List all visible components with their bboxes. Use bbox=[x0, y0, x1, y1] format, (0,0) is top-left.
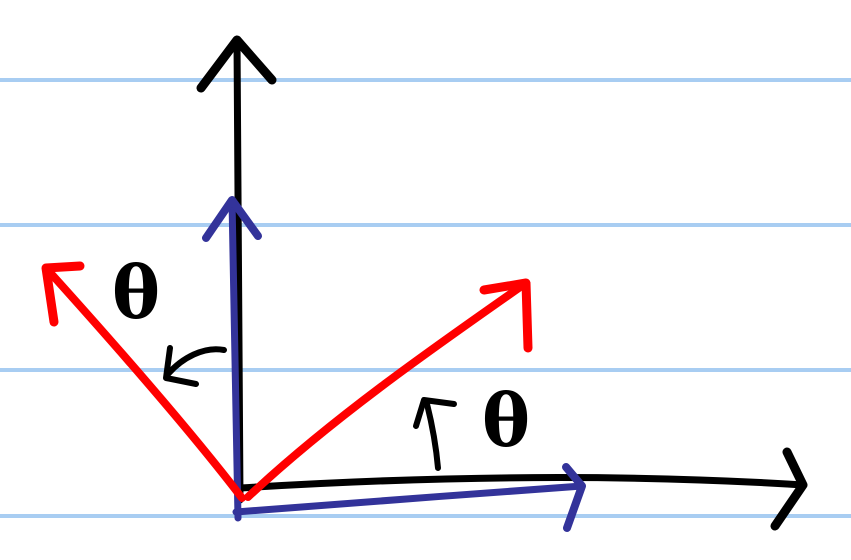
x-axis-arrowhead-icon bbox=[770, 447, 808, 531]
rotated-vector-i-arrowhead-icon bbox=[479, 278, 533, 353]
basis-vector-j-arrowhead-icon bbox=[202, 196, 262, 242]
angle-label-upper: θ bbox=[112, 250, 160, 335]
upper-angle-arrowhead-icon bbox=[163, 345, 199, 387]
rotated-vector-j-arrowhead-icon bbox=[41, 261, 85, 327]
angle-markers: θ θ bbox=[112, 250, 530, 471]
basis-vector-j bbox=[228, 196, 242, 522]
basis-vector-i bbox=[232, 482, 586, 516]
rotated-basis-vectors bbox=[41, 261, 533, 502]
rotated-vector-j bbox=[42, 264, 246, 502]
angle-label-lower: θ bbox=[482, 378, 530, 463]
lower-angle-arrowhead-icon bbox=[413, 397, 457, 429]
x-axis bbox=[236, 474, 807, 492]
lower-angle-arc-icon bbox=[424, 401, 441, 471]
y-axis-arrowhead-icon bbox=[196, 35, 277, 93]
ruled-lines bbox=[0, 78, 851, 518]
rotated-vector-i bbox=[244, 279, 530, 501]
upper-angle-arc-icon bbox=[165, 346, 227, 377]
basis-vector-i-arrowhead-icon bbox=[562, 463, 586, 532]
original-basis-vectors bbox=[202, 196, 586, 532]
